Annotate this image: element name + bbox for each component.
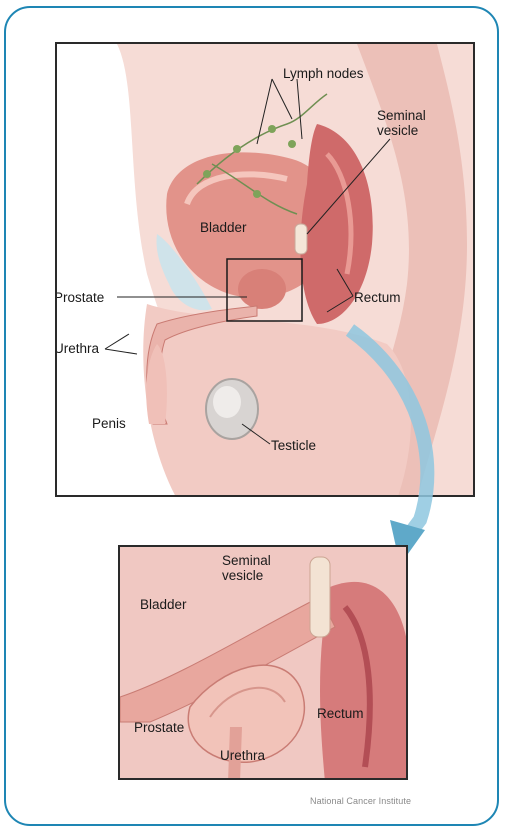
credit-text: National Cancer Institute: [310, 796, 411, 806]
seminal-vesicle-shape: [295, 224, 307, 254]
label-seminal-1: Seminal: [377, 108, 426, 123]
main-anatomy-panel: Lymph nodes Seminal vesicle Bladder Pros…: [55, 42, 475, 497]
detail-label-seminal-2: vesicle: [222, 568, 263, 583]
detail-illustration: [120, 547, 408, 780]
label-urethra: Urethra: [55, 341, 99, 356]
label-penis: Penis: [92, 416, 126, 431]
label-bladder: Bladder: [200, 220, 247, 235]
lymph-node: [288, 140, 296, 148]
lymph-node: [268, 125, 276, 133]
label-prostate: Prostate: [55, 290, 104, 305]
detail-label-rectum: Rectum: [317, 706, 364, 721]
label-testicle: Testicle: [271, 438, 316, 453]
label-seminal-2: vesicle: [377, 123, 418, 138]
lymph-node: [253, 190, 261, 198]
lymph-node: [203, 170, 211, 178]
detail-label-urethra: Urethra: [220, 748, 265, 763]
label-rectum: Rectum: [354, 290, 401, 305]
testicle-highlight: [213, 386, 241, 418]
detail-label-prostate: Prostate: [134, 720, 184, 735]
detail-label-seminal-1: Seminal: [222, 553, 271, 568]
prostate-shape: [238, 269, 286, 309]
urethra-leader: [105, 334, 137, 354]
detail-rectum-shape: [320, 582, 408, 780]
lymph-node: [233, 145, 241, 153]
detail-panel: Seminal vesicle Bladder Prostate Rectum …: [118, 545, 408, 780]
detail-label-bladder: Bladder: [140, 597, 187, 612]
detail-seminal-vesicle-shape: [310, 557, 330, 637]
label-lymph-nodes: Lymph nodes: [283, 66, 364, 81]
